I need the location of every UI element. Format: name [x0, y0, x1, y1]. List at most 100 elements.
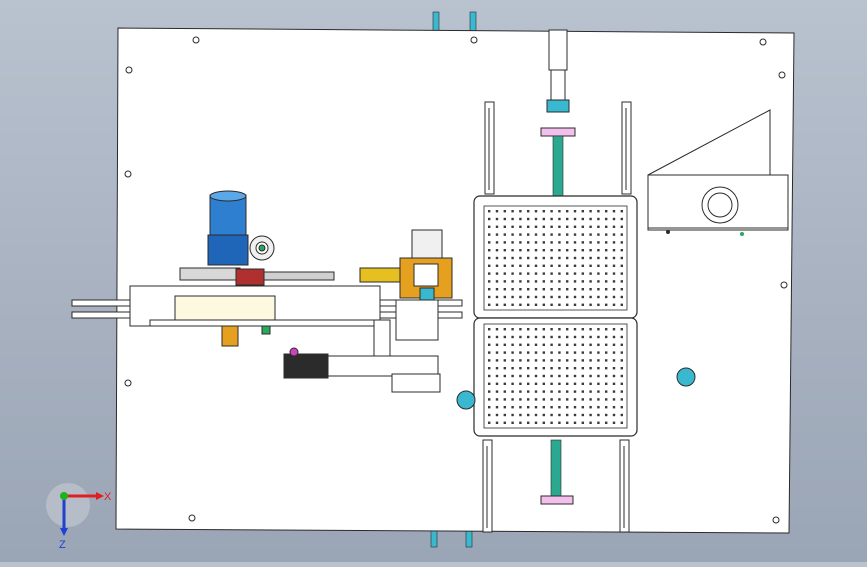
tray-hole	[566, 280, 569, 283]
tray-hole	[573, 390, 577, 393]
tray-hole	[511, 359, 514, 362]
tray-hole	[519, 225, 522, 228]
tray-hole	[581, 359, 584, 362]
tray-hole	[612, 256, 616, 260]
tray-hole	[542, 249, 545, 252]
tray-hole	[589, 390, 592, 393]
tray-hole	[581, 272, 584, 275]
tray-hole	[573, 359, 577, 362]
tray-hole	[566, 398, 569, 401]
tray-hole	[527, 272, 530, 275]
tray-hole	[519, 233, 522, 236]
tray-hole	[488, 241, 491, 244]
tray-hole	[495, 280, 499, 283]
tray-hole	[503, 288, 506, 291]
tray-hole	[558, 264, 561, 267]
tray-hole	[542, 390, 545, 393]
tray-hole	[566, 249, 569, 252]
tray-hole	[488, 233, 491, 236]
tray-hole	[488, 264, 491, 267]
tray-hole	[558, 217, 561, 221]
tray-hole	[511, 241, 514, 244]
tray-hole	[605, 303, 608, 306]
tray-hole	[534, 421, 538, 424]
tray-hole	[612, 295, 616, 299]
tray-hole	[612, 421, 616, 424]
tray-hole	[597, 413, 600, 417]
tray-hole	[566, 367, 569, 370]
tray-hole	[495, 249, 499, 252]
tray-hole	[503, 249, 506, 252]
tray-hole	[511, 233, 514, 236]
tray-hole	[495, 241, 499, 244]
tray-hole	[527, 413, 530, 417]
tray-hole	[573, 303, 577, 306]
tray-hole	[527, 367, 530, 370]
tray-hole	[620, 351, 623, 354]
tray-hole	[573, 421, 577, 424]
tray-hole	[597, 295, 600, 299]
tray-hole	[558, 280, 561, 283]
tray-hole	[597, 367, 600, 370]
tray-hole	[495, 406, 499, 409]
tray-hole	[612, 359, 616, 362]
tray-hole	[534, 288, 538, 291]
tray-hole	[620, 374, 623, 378]
tray-hole	[612, 210, 616, 213]
tray-hole	[566, 241, 569, 244]
tray-hole	[495, 210, 499, 213]
tray-hole	[566, 295, 569, 299]
tray-hole	[558, 351, 561, 354]
tray-hole	[503, 390, 506, 393]
tray-hole	[589, 241, 592, 244]
tray-hole	[612, 217, 616, 221]
tray-hole	[605, 225, 608, 228]
tray-hole	[605, 210, 608, 213]
tray-hole	[511, 288, 514, 291]
tray-hole	[605, 241, 608, 244]
tray-hole	[542, 210, 545, 213]
tray-hole	[511, 272, 514, 275]
tray-hole	[527, 421, 530, 424]
tray-hole	[620, 390, 623, 393]
tray-hole	[550, 328, 553, 331]
tray-hole	[558, 421, 561, 424]
tray-hole	[605, 264, 608, 267]
tray-hole	[519, 374, 522, 378]
tray-hole	[620, 367, 623, 370]
tray-hole	[605, 295, 608, 299]
tray-hole	[527, 225, 530, 228]
tray-hole	[527, 295, 530, 299]
tray-hole	[488, 280, 491, 283]
tray-hole	[597, 382, 600, 385]
tray-hole	[597, 249, 600, 252]
tray-hole	[527, 280, 530, 283]
tray-hole	[566, 359, 569, 362]
tray-hole	[597, 398, 600, 401]
tray-hole	[511, 406, 514, 409]
tray-hole	[495, 272, 499, 275]
tray-hole	[612, 264, 616, 267]
tray-hole	[605, 272, 608, 275]
tray-hole	[488, 421, 491, 424]
tray-hole	[550, 421, 553, 424]
tray-hole	[589, 335, 592, 339]
tray-hole	[597, 225, 600, 228]
tray-hole	[511, 413, 514, 417]
perforated-tray-upper	[473, 195, 638, 319]
tray-hole	[550, 413, 553, 417]
tray-hole	[620, 272, 623, 275]
tray-hole	[620, 406, 623, 409]
tray-hole	[581, 264, 584, 267]
tray-hole	[503, 272, 506, 275]
tray-hole	[542, 217, 545, 221]
tray-hole	[558, 256, 561, 260]
tray-hole	[542, 280, 545, 283]
tray-hole	[612, 272, 616, 275]
tray-hole	[511, 335, 514, 339]
tray-hole	[558, 210, 561, 213]
tray-hole	[620, 249, 623, 252]
tray-hole	[597, 280, 600, 283]
tray-hole	[612, 382, 616, 385]
